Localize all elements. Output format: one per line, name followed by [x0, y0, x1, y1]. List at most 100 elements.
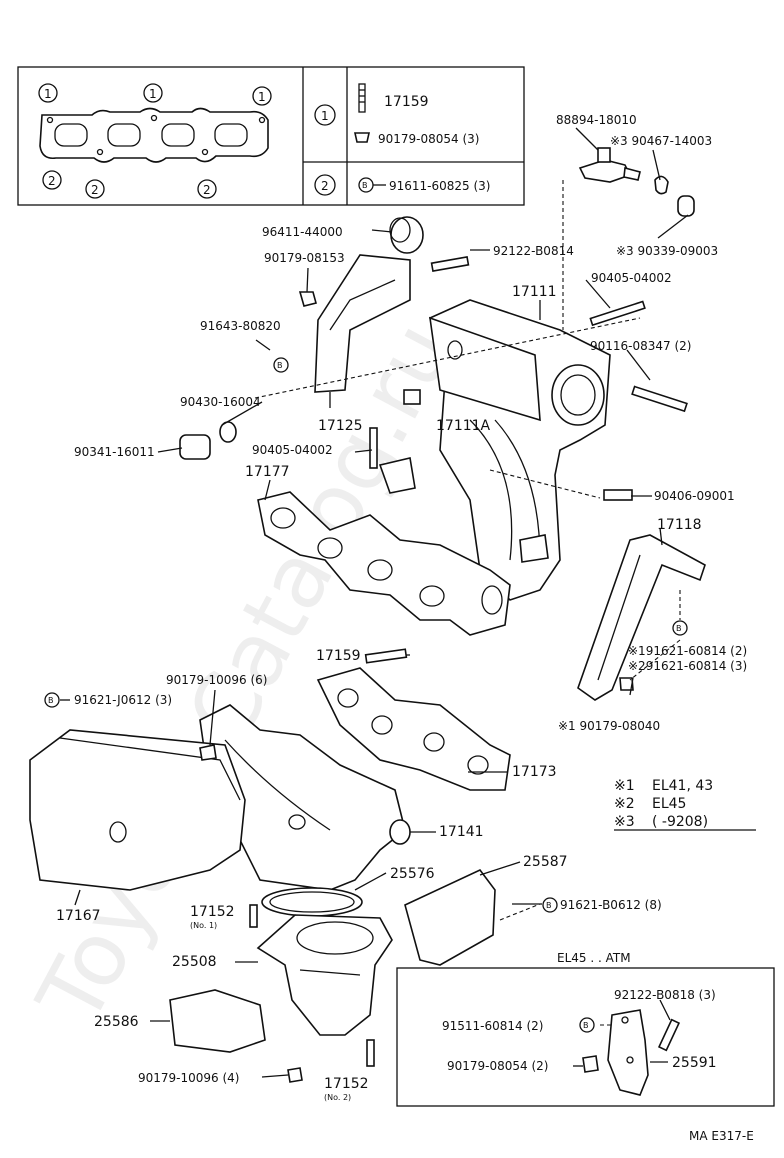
stud-90116-part — [631, 385, 688, 413]
dashed-guides — [254, 180, 681, 1026]
nut-icon — [354, 132, 370, 143]
note-3-mark: ※3 — [614, 814, 635, 830]
label-17111: 17111 — [512, 284, 557, 300]
label-17173: 17173 — [512, 764, 557, 780]
label-25587: 25587 — [523, 854, 568, 870]
label-91643-80820: 91643-80820 — [200, 319, 281, 333]
svg-text:1: 1 — [258, 90, 266, 104]
legend-part-91611-60825: 91611-60825 (3) — [389, 179, 491, 193]
label-90179-10096-4: 90179-10096 (4) — [138, 1071, 240, 1085]
gasket-17177-part — [257, 491, 511, 636]
bracket-17118-part — [577, 534, 706, 701]
svg-text:2: 2 — [48, 174, 56, 188]
bracket-17125-part — [314, 254, 411, 393]
inset-title: EL45 . . ATM — [557, 951, 631, 965]
legend-part-90179-08054: 90179-08054 (3) — [378, 132, 480, 146]
gasket-25576-part — [261, 887, 363, 917]
svg-text:B: B — [546, 901, 552, 910]
label-90406-09001: 90406-09001 — [654, 489, 735, 503]
svg-text:2: 2 — [321, 179, 329, 193]
bolt-b-icon: B — [579, 1017, 595, 1033]
insulator-25587-part — [404, 869, 496, 966]
label-88894-18010: 88894-18010 — [556, 113, 637, 127]
bolt-b-icon: B — [273, 357, 289, 373]
label-17152-no1: 17152 — [190, 904, 235, 920]
label-17141: 17141 — [439, 824, 484, 840]
inset-label-25591: 25591 — [672, 1055, 717, 1071]
inset-label-92122-b0818: 92122-B0818 (3) — [614, 988, 716, 1002]
label-91621-b0612: 91621-B0612 (8) — [560, 898, 662, 912]
stud-90406-part — [603, 489, 633, 501]
note-1-mark: ※1 — [614, 778, 635, 794]
label-17152-no2-note: (No. 2) — [324, 1093, 351, 1102]
legend-row1-marker: 1 — [314, 104, 336, 126]
label-90116-08347: 90116-08347 (2) — [590, 339, 692, 353]
footer-code: MA E317-E — [689, 1129, 754, 1143]
bolt-90405-part — [589, 300, 646, 327]
inset-bracket-part — [607, 1009, 649, 1096]
note-3-text: ( -9208) — [652, 814, 708, 830]
legend-box: 1 1 1 2 2 2 1 2 17159 — [17, 66, 525, 206]
legend-part-17159: 17159 — [384, 94, 429, 110]
bolt-b-icon: B — [672, 620, 688, 636]
bolt-17111a-part — [403, 389, 421, 405]
intake-manifold-part — [378, 299, 611, 601]
label-90179-08153: 90179-08153 — [264, 251, 345, 265]
note-2-text: EL45 — [652, 796, 686, 812]
label-17159: 17159 — [316, 648, 361, 664]
label-90405-04002-lower: 90405-04002 — [252, 443, 333, 457]
label-17177: 17177 — [245, 464, 290, 480]
svg-text:1: 1 — [321, 109, 329, 123]
part-labels: 88894-18010 ※3 90467-14003 96411-44000 9… — [56, 113, 747, 1102]
label-25576: 25576 — [390, 866, 435, 882]
bolt-b-icon: B — [44, 692, 60, 708]
legend-row2-marker: 2 — [314, 174, 336, 196]
converter-25508-part — [256, 914, 393, 1036]
inset-label-91511-60814: 91511-60814 (2) — [442, 1019, 544, 1033]
vsv-sensor-part — [578, 147, 641, 183]
svg-text:B: B — [48, 696, 54, 705]
label-90339-09003: ※3 90339-09003 — [616, 244, 718, 258]
nut-90179-08153-part — [298, 291, 317, 307]
note-1-text: EL41, 43 — [652, 778, 713, 794]
label-17152-no1-note: (No. 1) — [190, 921, 217, 930]
label-17125: 17125 — [318, 418, 363, 434]
svg-text:2: 2 — [203, 183, 211, 197]
nut-90179-10096-4-part — [287, 1067, 303, 1083]
stud-17159-part — [364, 648, 408, 664]
drain-plug-part — [179, 421, 237, 460]
label-90341-16011: 90341-16011 — [74, 445, 155, 459]
inset-stud-part — [657, 1018, 681, 1052]
clamp-part — [654, 175, 669, 195]
svg-text:B: B — [277, 361, 283, 370]
plug-96411-part — [389, 216, 424, 254]
label-90179-08040: ※1 90179-08040 — [558, 719, 660, 733]
label-90467-14003: ※3 90467-14003 — [610, 134, 712, 148]
nut-90179-10096-part — [199, 744, 217, 761]
label-90405-04002-top: 90405-04002 — [591, 271, 672, 285]
svg-text:1: 1 — [149, 87, 157, 101]
label-90430-16004: 90430-16004 — [180, 395, 261, 409]
cap-part — [677, 195, 695, 217]
bolt-b-icon: B — [542, 897, 558, 913]
label-17167: 17167 — [56, 908, 101, 924]
svg-text:B: B — [676, 624, 682, 633]
gasket-marker-2-right: 2 — [197, 179, 217, 199]
label-17111a: 17111A — [436, 418, 491, 434]
svg-text:B: B — [362, 181, 368, 190]
note-2-mark: ※2 — [614, 796, 635, 812]
label-90179-10096-6: 90179-10096 (6) — [166, 673, 268, 687]
stud-17152a-part — [249, 904, 258, 928]
gasket-marker-2-mid: 2 — [85, 179, 105, 199]
gasket-marker-1-center: 1 — [143, 83, 163, 103]
label-25508: 25508 — [172, 954, 217, 970]
heat-insulator-17167-part — [29, 729, 246, 891]
gasket-marker-1-left: 1 — [38, 83, 58, 103]
label-91621-60814-el45: ※291621-60814 (3) — [628, 659, 747, 673]
svg-text:B: B — [583, 1021, 589, 1030]
label-17152-no2: 17152 — [324, 1076, 369, 1092]
leader-lines — [60, 127, 689, 1078]
inset-el45-atm: EL45 . . ATM 92122-B0818 (3) 91511-60814… — [396, 951, 775, 1107]
nut-90179-08040-part — [619, 677, 634, 691]
